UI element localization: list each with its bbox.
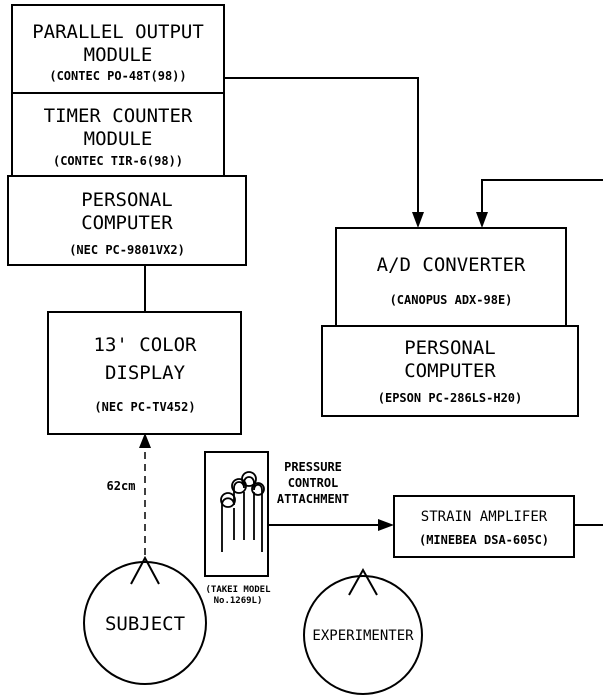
color-display-subtitle: DISPLAY bbox=[105, 362, 186, 384]
pressure-device-box bbox=[205, 452, 268, 576]
arrowhead-amp bbox=[378, 519, 394, 531]
pressure-control-label-2: CONTROL bbox=[288, 476, 339, 490]
personal-computer-nec-model: (NEC PC-9801VX2) bbox=[69, 243, 185, 257]
arrowhead-ad-left bbox=[412, 212, 424, 228]
personal-computer-nec-title: PERSONAL bbox=[81, 189, 173, 211]
personal-computer-epson-title: PERSONAL bbox=[404, 337, 496, 359]
pressure-device-caption-1: (TAKEI MODEL bbox=[205, 585, 271, 595]
connector-parallel-to-ad bbox=[224, 78, 418, 220]
timer-counter-model: (CONTEC TIR-6(98)) bbox=[53, 154, 183, 168]
arrowhead-ad-right bbox=[476, 212, 488, 228]
parallel-output-title: PARALLEL OUTPUT bbox=[32, 21, 204, 43]
personal-computer-epson-model: (EPSON PC-286LS-H20) bbox=[378, 391, 523, 405]
ad-converter-box bbox=[336, 228, 566, 326]
personal-computer-nec-subtitle: COMPUTER bbox=[81, 212, 173, 234]
color-display-title: 13' COLOR bbox=[94, 334, 198, 356]
connector-amp-to-ad bbox=[482, 180, 603, 220]
pressure-control-label-1: PRESSURE bbox=[284, 460, 342, 474]
parallel-output-subtitle: MODULE bbox=[84, 44, 153, 66]
pressure-control-label-3: ATTACHMENT bbox=[277, 492, 349, 506]
timer-counter-subtitle: MODULE bbox=[84, 128, 153, 150]
ad-converter-title: A/D CONVERTER bbox=[377, 254, 526, 276]
experimenter-label: EXPERIMENTER bbox=[312, 628, 414, 644]
strain-amplifier-title: STRAIN AMPLIFER bbox=[421, 509, 548, 525]
strain-amplifier-model: (MINEBEA DSA-605C) bbox=[419, 533, 549, 547]
arrowhead-display bbox=[139, 433, 151, 448]
pressure-device-caption-2: No.1269L) bbox=[214, 596, 263, 606]
color-display-model: (NEC PC-TV452) bbox=[94, 400, 195, 414]
strain-amplifier-box bbox=[394, 496, 574, 557]
timer-counter-title: TIMER COUNTER bbox=[44, 105, 193, 127]
ad-converter-model: (CANOPUS ADX-98E) bbox=[390, 293, 513, 307]
personal-computer-epson-subtitle: COMPUTER bbox=[404, 360, 496, 382]
parallel-output-model: (CONTEC PO-48T(98)) bbox=[49, 69, 186, 83]
subject-label: SUBJECT bbox=[105, 613, 185, 635]
distance-label: 62cm bbox=[107, 479, 136, 493]
